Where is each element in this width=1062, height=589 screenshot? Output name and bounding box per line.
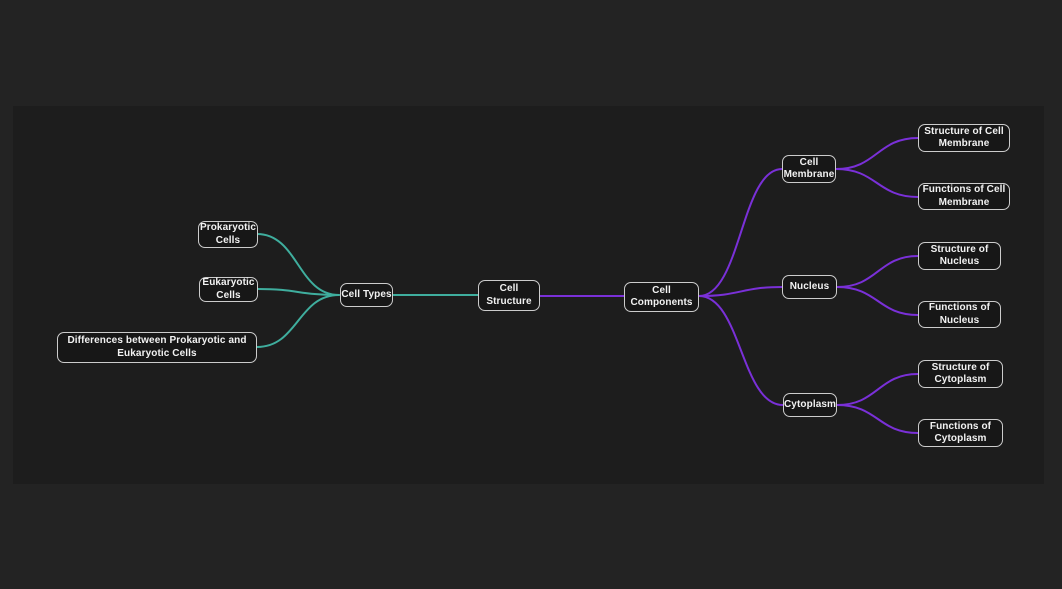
- node-label-line: Cytoplasm: [934, 374, 987, 385]
- node-label-line: Eukaryotic: [202, 277, 255, 288]
- node-cell-components[interactable]: Cell Components: [624, 282, 699, 312]
- node-label-line: Cell Types: [341, 288, 392, 300]
- node-label-line: Cytoplasm: [934, 433, 987, 444]
- node-label-line: Cell: [499, 283, 519, 294]
- node-label-line: Structure of: [931, 361, 990, 373]
- node-cytoplasm[interactable]: Cytoplasm: [783, 393, 837, 417]
- node-cell-structure[interactable]: Cell Structure: [478, 280, 540, 311]
- node-label-line: Nucleus: [939, 256, 980, 267]
- node-label-line: Structure of: [930, 243, 989, 255]
- node-label-line: Eukaryotic Cells: [117, 347, 197, 359]
- node-label-line: Cytoplasm: [783, 398, 837, 410]
- node-label-line: Membrane: [783, 169, 835, 180]
- node-cell-membrane[interactable]: Cell Membrane: [782, 155, 836, 183]
- node-label-line: Functions of: [928, 302, 991, 313]
- node-label-line: Components: [630, 297, 693, 308]
- node-label-line: Membrane: [938, 138, 990, 149]
- node-functions-of-nucleus[interactable]: Functions of Nucleus: [918, 301, 1001, 328]
- node-label-line: Cell: [799, 156, 819, 168]
- node-label-line: Functions of: [929, 420, 992, 432]
- node-prokaryotic-cells[interactable]: Prokaryotic Cells: [198, 221, 258, 248]
- node-label-line: Membrane: [938, 196, 990, 208]
- node-label-line: Cells: [215, 234, 241, 246]
- node-label-line: Differences between Prokaryotic and: [67, 335, 247, 346]
- node-label-line: Cells: [216, 289, 241, 301]
- node-label-line: Nucleus: [789, 280, 830, 292]
- node-label-line: Cell: [652, 284, 671, 296]
- node-differences-prokaryotic-eukaryotic[interactable]: Differences between Prokaryotic and Euka…: [57, 332, 257, 363]
- node-label-line: Nucleus: [939, 314, 980, 326]
- node-cell-types[interactable]: Cell Types: [340, 283, 393, 307]
- node-functions-of-cell-membrane[interactable]: Functions of Cell Membrane: [918, 183, 1010, 210]
- node-label-line: Functions of Cell: [922, 184, 1006, 195]
- node-nucleus[interactable]: Nucleus: [782, 275, 837, 299]
- node-structure-of-nucleus[interactable]: Structure of Nucleus: [918, 242, 1001, 270]
- node-structure-of-cell-membrane[interactable]: Structure of Cell Membrane: [918, 124, 1010, 152]
- node-label-line: Prokaryotic: [199, 222, 257, 233]
- node-functions-of-cytoplasm[interactable]: Functions of Cytoplasm: [918, 419, 1003, 447]
- node-structure-of-cytoplasm[interactable]: Structure of Cytoplasm: [918, 360, 1003, 388]
- node-label-line: Structure: [486, 295, 532, 307]
- node-label-line: Structure of Cell: [924, 125, 1004, 137]
- node-eukaryotic-cells[interactable]: Eukaryotic Cells: [199, 277, 258, 302]
